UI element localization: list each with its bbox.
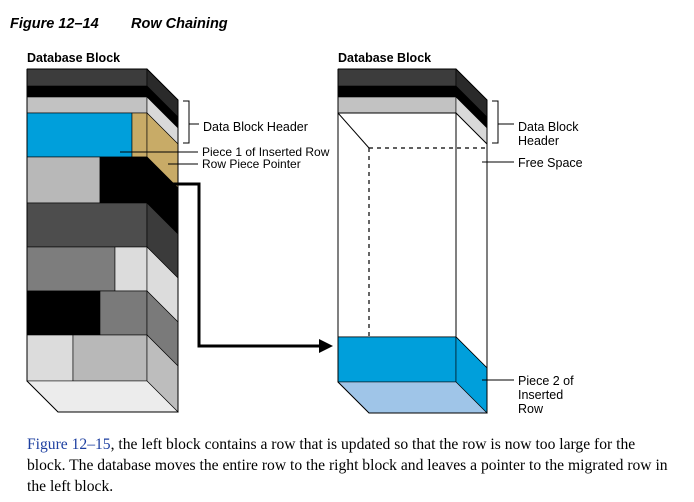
right-header-label-line1: Data Block <box>518 120 579 134</box>
right-header-band-black-side <box>456 86 487 128</box>
piece2-label-line1: Piece 2 of <box>518 374 574 388</box>
figure-number: Figure 12–14 <box>10 16 99 32</box>
right-header-band-light <box>337 96 457 114</box>
row-chaining-diagram: Figure 12–14 Row Chaining Database Block <box>10 16 583 416</box>
left-header-band-top <box>26 68 148 87</box>
left-row-5a <box>26 246 116 292</box>
left-row-5b <box>114 246 148 292</box>
left-row-4 <box>26 202 148 248</box>
left-row-3a <box>26 156 101 204</box>
figure-title: Row Chaining <box>131 16 228 32</box>
right-header-label-line2: Header <box>518 134 559 148</box>
right-block-outline <box>337 68 488 414</box>
pointer-label: Row Piece Pointer <box>202 157 301 171</box>
right-block-heading: Database Block <box>338 51 431 65</box>
piece2-label-line2: Inserted <box>518 388 563 402</box>
row-piece-pointer-front <box>131 112 148 158</box>
free-space-inner-edge <box>337 112 370 149</box>
piece2-inserted-row <box>337 336 457 383</box>
left-row-7a <box>26 334 74 382</box>
figure-link[interactable]: Figure 12–15 <box>27 436 111 453</box>
left-header-bracket <box>183 100 190 144</box>
chain-arrow-line <box>170 182 320 348</box>
left-header-band-light <box>26 96 148 114</box>
piece1-label: Piece 1 of Inserted Row <box>202 145 330 159</box>
left-block-heading: Database Block <box>27 51 120 65</box>
piece2-label-line3: Row <box>518 402 544 416</box>
right-header-band-top <box>337 68 457 87</box>
free-space-side <box>455 111 488 370</box>
free-space-front <box>337 112 457 338</box>
left-row-6b <box>99 290 148 336</box>
free-space-label: Free Space <box>518 156 583 170</box>
left-row-7b <box>72 334 148 382</box>
right-header-bracket <box>492 100 499 144</box>
left-database-block: Database Block <box>26 51 179 413</box>
left-block-outline <box>26 68 179 413</box>
figure-caption: Figure 12–15, the left block contains a … <box>27 434 677 497</box>
caption-text: , the left block contains a row that is … <box>27 436 668 495</box>
right-header-band-black <box>338 86 456 97</box>
piece1-inserted-row <box>26 112 133 158</box>
right-database-block: Database Block <box>337 51 488 414</box>
chain-arrow-head <box>319 339 333 353</box>
left-row-6a <box>26 290 101 336</box>
left-row-3b <box>99 156 148 204</box>
left-header-band-black-side <box>147 86 178 128</box>
left-header-label: Data Block Header <box>203 120 308 134</box>
left-header-band-black <box>27 86 147 97</box>
